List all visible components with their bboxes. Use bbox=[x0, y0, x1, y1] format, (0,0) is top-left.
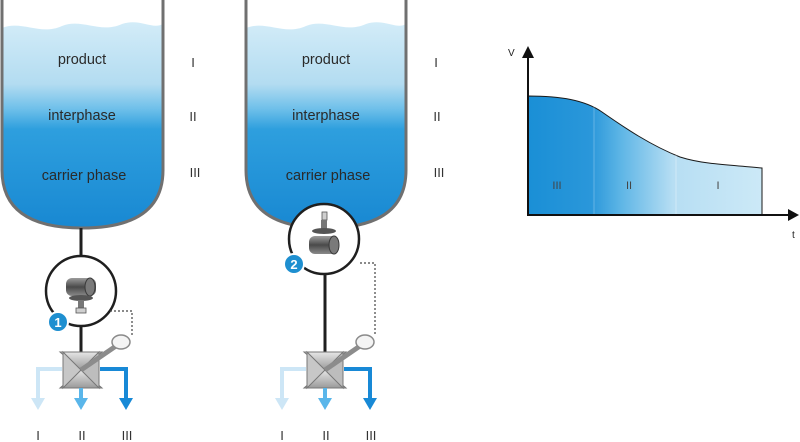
tank-2-roman-III: III bbox=[434, 165, 445, 180]
tank-1-roman-II: II bbox=[189, 109, 196, 124]
tank-2-outlets bbox=[275, 367, 377, 410]
tank-1-liquid bbox=[2, 22, 163, 229]
tank-2-outlet-II: II bbox=[322, 428, 329, 442]
tank-2-outlet-III: III bbox=[366, 428, 377, 442]
tank-1-signal-line bbox=[110, 310, 133, 336]
volume-time-chart: V t III II I bbox=[508, 46, 799, 241]
badge-2-label: 2 bbox=[290, 257, 297, 272]
tank-2-signal-line bbox=[360, 262, 376, 336]
chart-area bbox=[527, 95, 763, 216]
chart-zone-II: II bbox=[626, 180, 632, 192]
tank-2-roman-I: I bbox=[434, 55, 438, 70]
y-axis-label: V bbox=[508, 48, 515, 59]
y-axis-arrow bbox=[522, 46, 534, 58]
valve-2 bbox=[302, 334, 375, 390]
x-axis-label: t bbox=[792, 230, 795, 241]
tank-2-roman-II: II bbox=[433, 109, 440, 124]
tank-1-roman-I: I bbox=[191, 55, 195, 70]
tank-1-phase-interphase: interphase bbox=[48, 108, 116, 124]
tank-1-outlets bbox=[31, 367, 133, 410]
tank-1-phase-carrier: carrier phase bbox=[42, 168, 127, 184]
tank-1-outlet-I: I bbox=[36, 428, 40, 442]
tank-1-outlet-III: III bbox=[122, 428, 133, 442]
tank-2-phase-product: product bbox=[302, 52, 350, 68]
x-axis-arrow bbox=[788, 209, 799, 221]
tank-1-phase-product: product bbox=[58, 52, 106, 68]
tank-1: product interphase carrier phase I II II… bbox=[0, 0, 201, 230]
valve-1 bbox=[58, 334, 131, 390]
flowmeter-2 bbox=[287, 202, 361, 276]
tank-2-phase-carrier: carrier phase bbox=[286, 168, 371, 184]
tank-1-roman-III: III bbox=[190, 165, 201, 180]
tank-2-outlet-I: I bbox=[280, 428, 284, 442]
badge-1-label: 1 bbox=[54, 315, 61, 330]
chart-zone-I: I bbox=[716, 180, 719, 192]
tank-2: product interphase carrier phase I II II… bbox=[244, 0, 445, 230]
badge-2: 2 bbox=[283, 253, 305, 275]
chart-zone-III: III bbox=[552, 180, 561, 192]
tank-2-phase-interphase: interphase bbox=[292, 108, 360, 124]
tank-1-outlet-II: II bbox=[78, 428, 85, 442]
flowmeter-1 bbox=[44, 254, 118, 328]
badge-1: 1 bbox=[47, 311, 69, 333]
tank-2-liquid bbox=[246, 22, 406, 229]
